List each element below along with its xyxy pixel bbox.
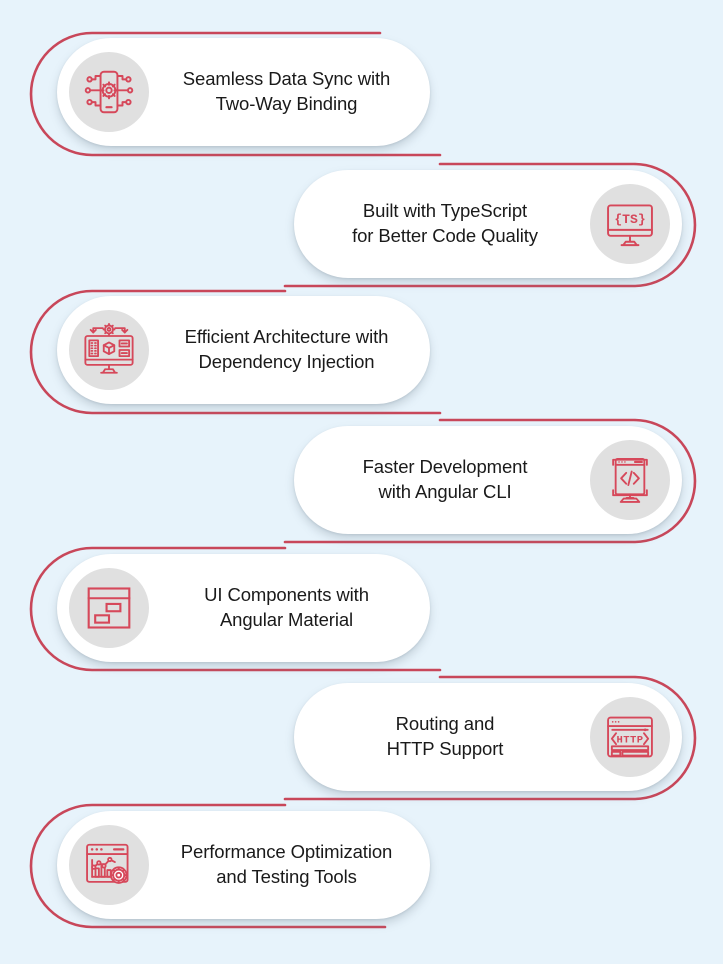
- browser-analytics-gear-icon: [69, 825, 149, 905]
- feature-card-3[interactable]: Efficient Architecture with Dependency I…: [57, 296, 430, 404]
- feature-card-6-label: Routing and HTTP Support: [386, 713, 504, 759]
- http-icon-text: HTTP: [617, 734, 644, 746]
- feature-card-5-label: UI Components with Angular Material: [204, 584, 369, 630]
- feature-card-7-label: Performance Optimization and Testing Too…: [180, 841, 393, 887]
- feature-card-5[interactable]: UI Components with Angular Material: [57, 554, 430, 662]
- ui-layout-blocks-icon: [69, 568, 149, 648]
- feature-card-1-label: Seamless Data Sync with Two-Way Binding: [182, 68, 391, 114]
- feature-card-2-label: Built with TypeScript for Better Code Qu…: [352, 200, 538, 246]
- feature-card-6[interactable]: Routing and HTTP Support HTTP: [294, 683, 682, 791]
- feature-card-7[interactable]: Performance Optimization and Testing Too…: [57, 811, 430, 919]
- monitor-code-brackets-icon: [590, 440, 670, 520]
- mobile-chip-gear-icon: [69, 52, 149, 132]
- feature-card-4-label: Faster Development with Angular CLI: [362, 456, 528, 502]
- typescript-icon-text: {TS}: [614, 212, 645, 227]
- monitor-cube-architecture-icon: [69, 310, 149, 390]
- feature-card-2[interactable]: Built with TypeScript for Better Code Qu…: [294, 170, 682, 278]
- browser-http-icon: HTTP: [590, 697, 670, 777]
- feature-card-4[interactable]: Faster Development with Angular CLI: [294, 426, 682, 534]
- feature-card-3-label: Efficient Architecture with Dependency I…: [184, 326, 389, 372]
- feature-card-1[interactable]: Seamless Data Sync with Two-Way Binding: [57, 38, 430, 146]
- monitor-typescript-icon: {TS}: [590, 184, 670, 264]
